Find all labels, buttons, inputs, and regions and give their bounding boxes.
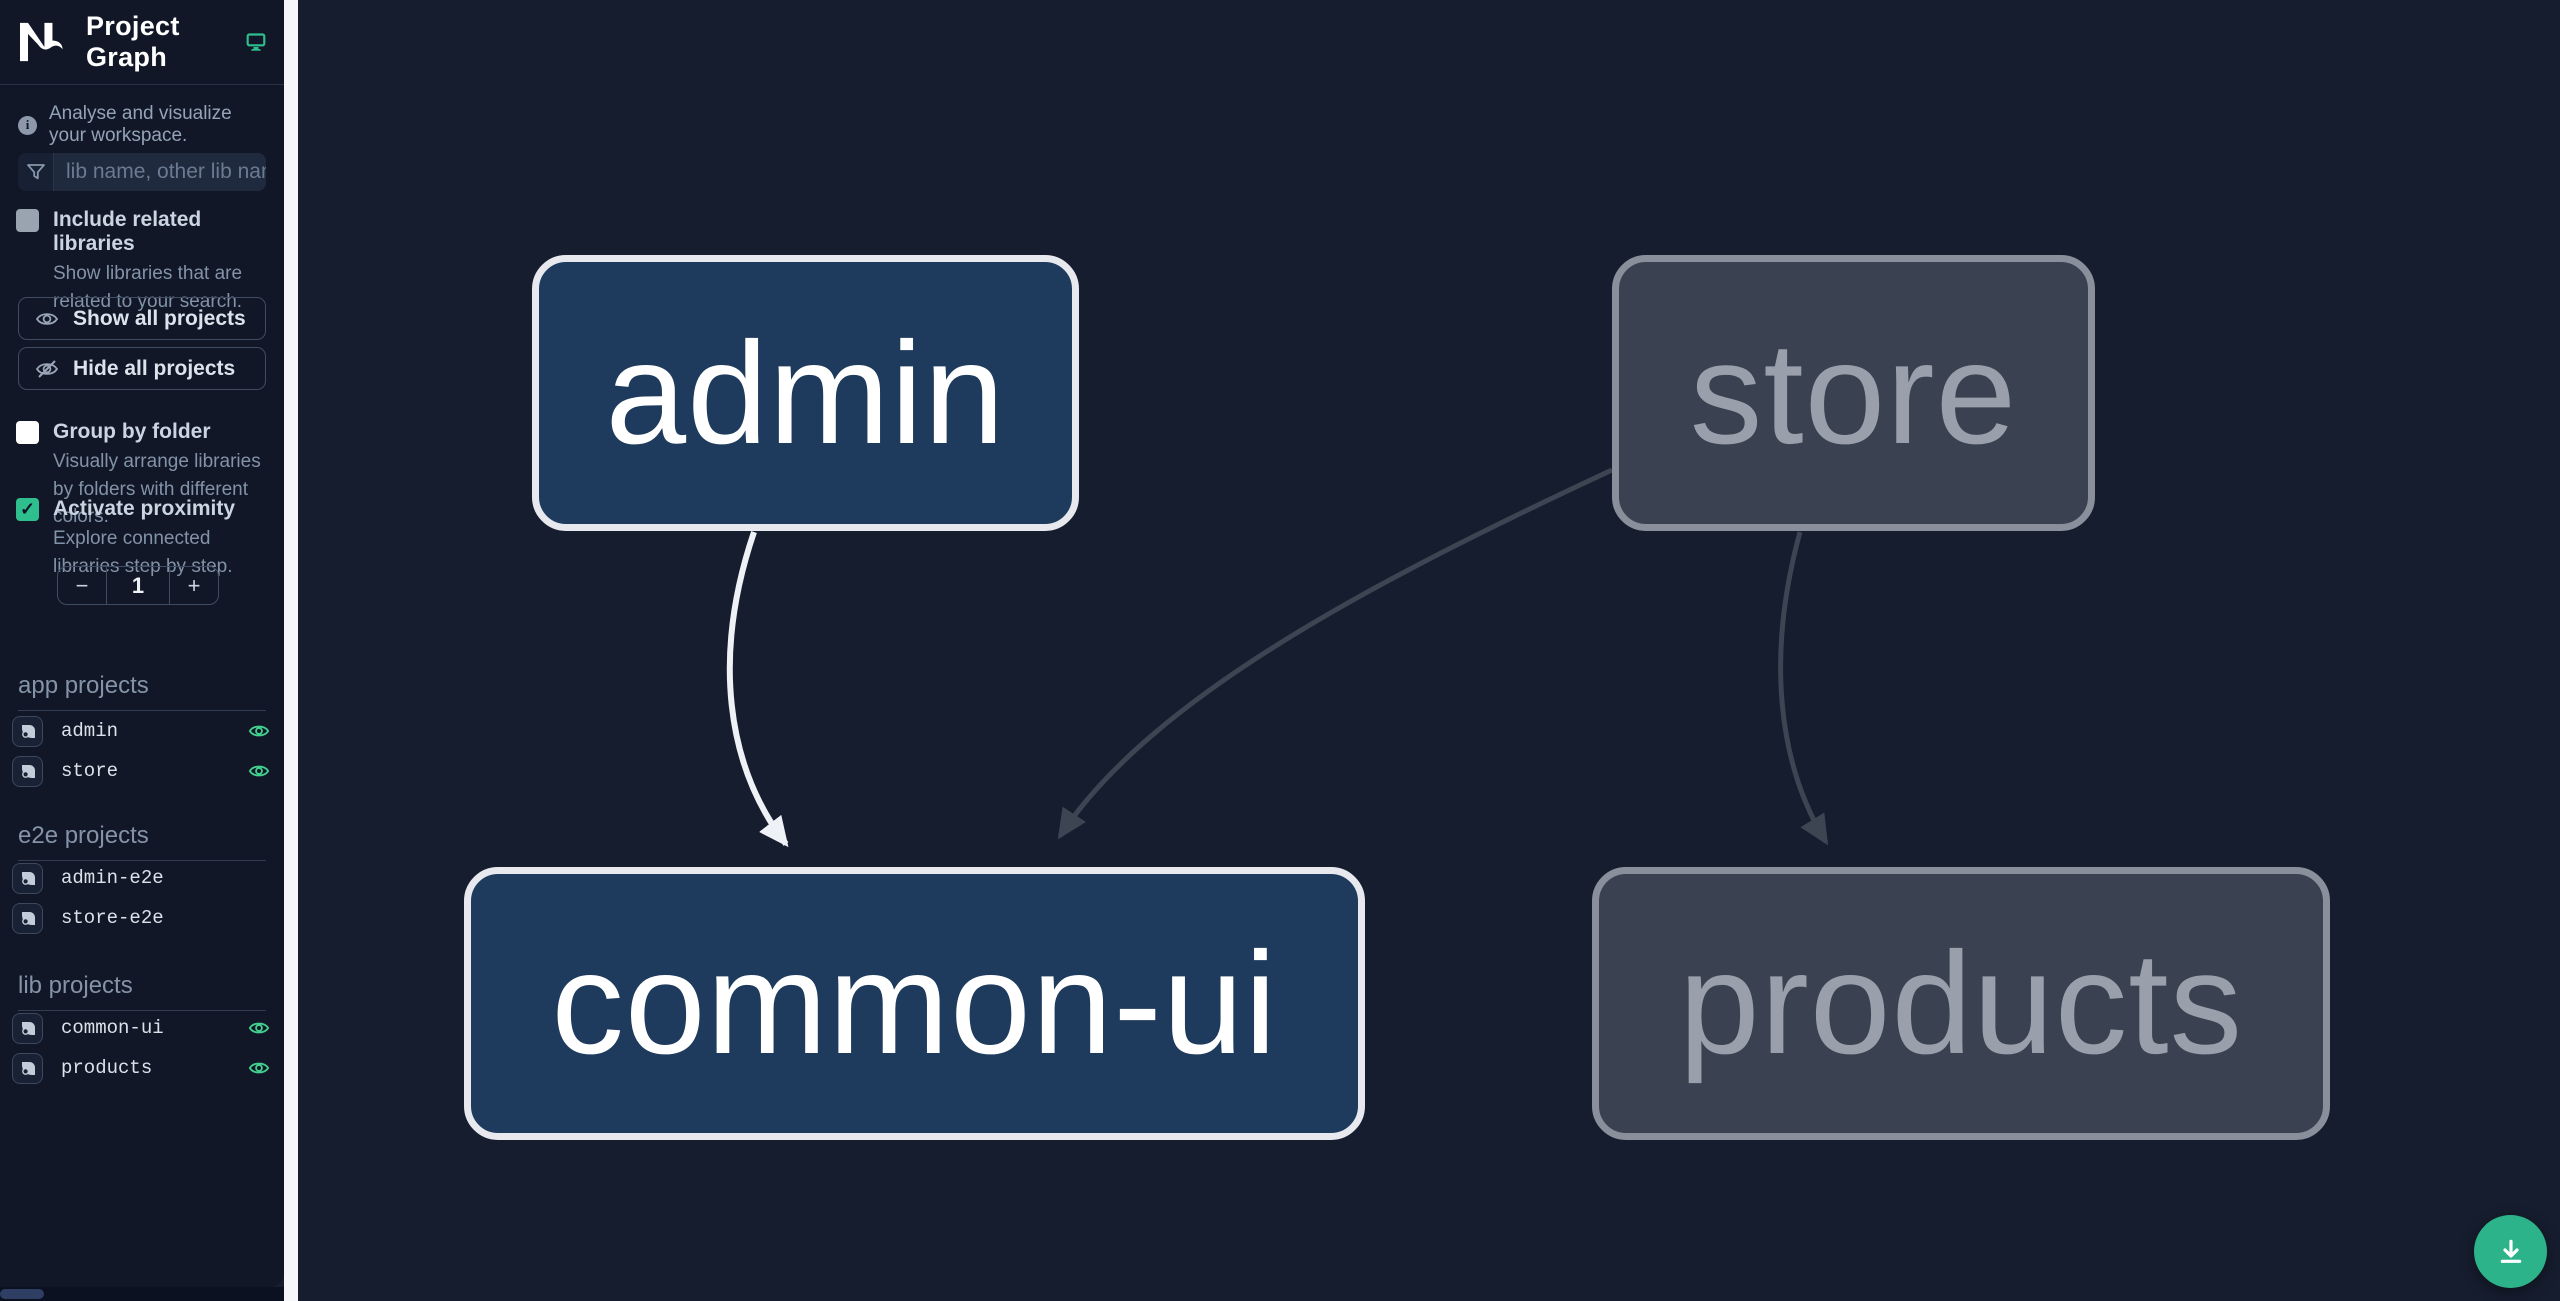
proximity-stepper: − 1 + bbox=[57, 566, 219, 605]
scrollbar-thumb[interactable] bbox=[0, 1289, 44, 1299]
search-box bbox=[18, 153, 266, 191]
project-row-store-e2e: store-e2e bbox=[12, 902, 270, 934]
intro-text: Analyse and visualize your workspace. bbox=[49, 103, 232, 146]
monitor-icon[interactable] bbox=[246, 30, 266, 54]
include-related-description: Show libraries that are related to your … bbox=[53, 263, 243, 312]
download-icon bbox=[2500, 1239, 2521, 1263]
project-name: store-e2e bbox=[61, 907, 164, 929]
graph-node-common-ui[interactable]: common-ui bbox=[464, 867, 1365, 1140]
graph-node-admin[interactable]: admin bbox=[532, 255, 1079, 531]
activate-proximity-checkbox[interactable]: ✓ bbox=[16, 498, 39, 521]
visibility-eye-icon[interactable] bbox=[248, 1017, 270, 1039]
node-label: admin bbox=[605, 311, 1006, 474]
project-name: admin bbox=[61, 720, 119, 742]
eye-icon bbox=[35, 312, 59, 325]
group-by-folder-description: Visually arrange libraries by folders wi… bbox=[53, 451, 261, 528]
focus-icon[interactable] bbox=[12, 715, 43, 747]
node-label: store bbox=[1689, 311, 2018, 474]
visibility-eye-icon[interactable] bbox=[248, 720, 270, 742]
group-by-folder-toggle[interactable]: Group by folder Visually arrange librari… bbox=[16, 420, 270, 531]
workspace-intro: i Analyse and visualize your workspace. bbox=[0, 85, 284, 157]
edge-admin-common-ui bbox=[726, 531, 789, 848]
focus-icon[interactable] bbox=[12, 902, 43, 934]
include-related-label: Include related libraries bbox=[53, 208, 202, 256]
hide-all-projects-button[interactable]: Hide all projects bbox=[18, 347, 266, 390]
sidebar-header: Project Graph bbox=[0, 0, 284, 85]
proximity-value[interactable]: 1 bbox=[106, 567, 170, 604]
include-related-toggle[interactable]: Include related libraries Show libraries… bbox=[16, 208, 270, 315]
sidebar-vertical-scrollbar[interactable] bbox=[284, 0, 298, 1301]
node-label: products bbox=[1678, 922, 2244, 1084]
hide-all-label: Hide all projects bbox=[73, 356, 236, 380]
activate-proximity-label: Activate proximity bbox=[53, 497, 236, 520]
include-related-checkbox[interactable] bbox=[16, 209, 39, 232]
proximity-decrement-button[interactable]: − bbox=[58, 567, 106, 604]
section-title-app-projects: app projects bbox=[18, 672, 266, 711]
filter-icon bbox=[18, 153, 54, 191]
project-row-admin-e2e: admin-e2e bbox=[12, 862, 270, 894]
focus-icon[interactable] bbox=[12, 1012, 43, 1044]
edge-store-common-ui bbox=[1057, 467, 1614, 840]
project-name: products bbox=[61, 1057, 153, 1079]
visibility-eye-icon[interactable] bbox=[248, 1057, 270, 1079]
focus-icon[interactable] bbox=[12, 1052, 43, 1084]
project-name: store bbox=[61, 760, 119, 782]
group-by-folder-checkbox[interactable] bbox=[16, 421, 39, 444]
nx-logo bbox=[20, 22, 63, 62]
graph-node-products[interactable]: products bbox=[1592, 867, 2330, 1140]
sidebar-horizontal-scrollbar[interactable] bbox=[0, 1287, 284, 1301]
section-title-e2e-projects: e2e projects bbox=[18, 822, 266, 861]
edge-store-products bbox=[1778, 531, 1829, 846]
search-input[interactable] bbox=[54, 153, 266, 191]
graph-canvas[interactable]: admin store common-ui products bbox=[298, 0, 2560, 1301]
project-row-common-ui: common-ui bbox=[12, 1012, 270, 1044]
project-row-store: store bbox=[12, 755, 270, 787]
show-all-projects-button[interactable]: Show all projects bbox=[18, 297, 266, 340]
project-row-admin: admin bbox=[12, 715, 270, 747]
focus-icon[interactable] bbox=[12, 755, 43, 787]
proximity-increment-button[interactable]: + bbox=[170, 567, 218, 604]
section-title-lib-projects: lib projects bbox=[18, 972, 266, 1011]
focus-icon[interactable] bbox=[12, 862, 43, 894]
info-icon: i bbox=[18, 115, 37, 135]
graph-node-store[interactable]: store bbox=[1612, 255, 2095, 531]
project-name: common-ui bbox=[61, 1017, 164, 1039]
node-label: common-ui bbox=[551, 922, 1278, 1084]
group-by-folder-label: Group by folder bbox=[53, 420, 211, 443]
project-row-products: products bbox=[12, 1052, 270, 1084]
show-all-label: Show all projects bbox=[73, 306, 246, 330]
sidebar: Project Graph i Analyse and visualize yo… bbox=[0, 0, 284, 1287]
visibility-eye-icon[interactable] bbox=[248, 760, 270, 782]
project-name: admin-e2e bbox=[61, 867, 164, 889]
page-title: Project Graph bbox=[86, 11, 180, 72]
eye-off-icon bbox=[35, 359, 59, 378]
download-image-button[interactable] bbox=[2474, 1215, 2547, 1288]
